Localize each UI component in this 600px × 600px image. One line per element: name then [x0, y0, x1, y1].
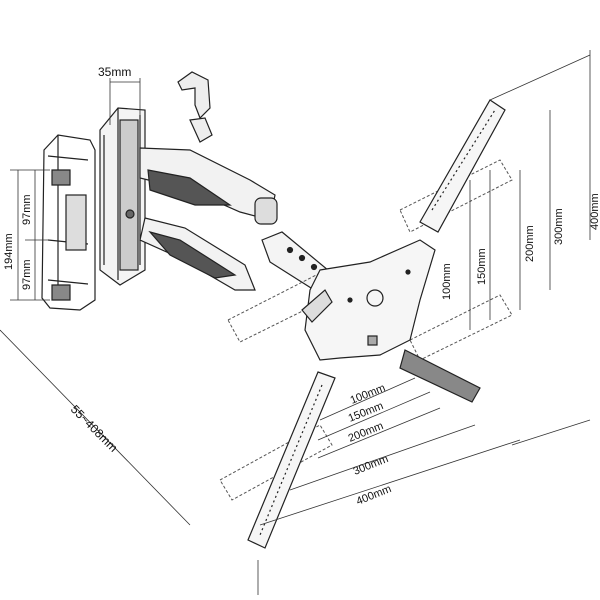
vesa-v-100-label: 100mm [441, 263, 453, 300]
arm-bracket [99, 71, 213, 286]
vesa-h-400-label: 400mm [355, 483, 394, 508]
vesa-v-300-label: 300mm [553, 208, 565, 245]
arm-width-label: 35mm [98, 65, 131, 79]
vesa-v-150-label: 150mm [476, 248, 488, 285]
wall-plate [41, 134, 96, 311]
dimension-lines [0, 50, 591, 595]
vesa-v-400-label: 400mm [589, 193, 600, 230]
plate-spacing-a-label: 97mm [21, 194, 33, 225]
plate-spacing-b-label: 97mm [21, 259, 33, 290]
vesa-h-300-label: 300mm [352, 453, 391, 478]
vesa-plate [247, 99, 506, 549]
extension-label: 55~408mm [68, 402, 121, 455]
vesa-v-200-label: 200mm [524, 225, 536, 262]
upper-arm [139, 147, 278, 291]
plate-height-label: 194mm [3, 233, 15, 270]
